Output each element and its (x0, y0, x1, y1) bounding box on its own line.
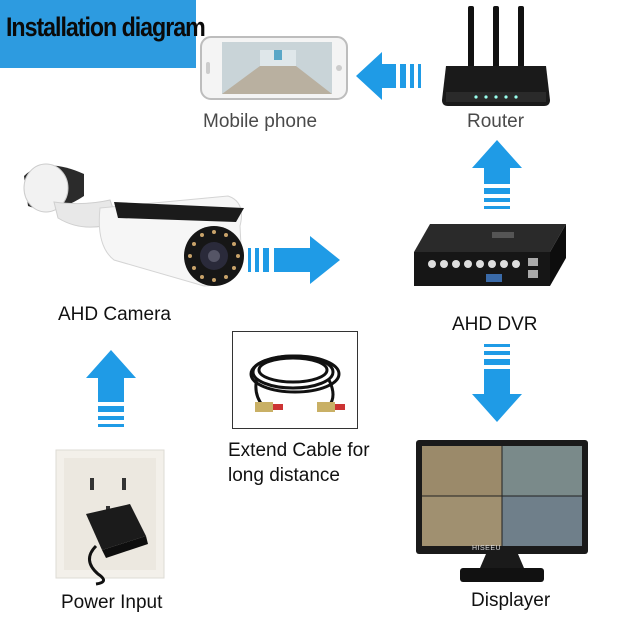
diagram-title: Installation diagram (6, 12, 206, 42)
displayer-label: Displayer (471, 590, 551, 611)
monitor-brand: HISEEU (472, 545, 502, 552)
router-icon (442, 6, 550, 106)
monitor-icon (416, 440, 588, 582)
arrow-dvr-to-router (472, 140, 522, 209)
mobile-phone-icon (200, 36, 348, 100)
ahd-camera-label: AHD Camera (58, 304, 171, 325)
arrow-router-to-phone (356, 52, 421, 100)
extend-cable-label-line2: long distance (228, 465, 340, 486)
camera-icon (23, 163, 244, 287)
extend-cable-label-line1: Extend Cable for (228, 440, 370, 461)
power-input-label: Power Input (61, 592, 163, 613)
ahd-dvr-label: AHD DVR (452, 314, 538, 335)
router-label: Router (467, 111, 525, 132)
extend-cable-box (232, 331, 358, 429)
arrow-dvr-to-monitor (472, 344, 522, 422)
arrow-power-to-camera (86, 350, 136, 427)
power-adapter-icon (86, 504, 148, 586)
dvr-icon (414, 224, 566, 286)
arrow-camera-to-dvr (248, 236, 340, 284)
cable-icon (249, 354, 345, 412)
mobile-phone-label: Mobile phone (203, 111, 318, 132)
title-banner (0, 0, 196, 68)
